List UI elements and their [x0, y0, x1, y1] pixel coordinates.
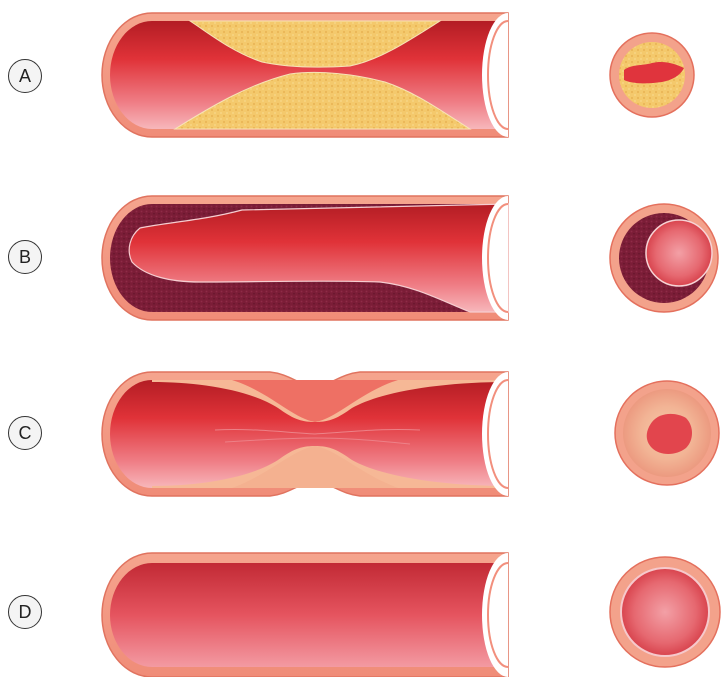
panel-label-a: A — [8, 59, 42, 93]
vessel-a — [102, 13, 508, 137]
cross-section-c — [615, 381, 719, 485]
cross-section-d — [610, 557, 720, 667]
panel-label-d: D — [8, 595, 42, 629]
vessel-b — [102, 196, 508, 320]
vessel-d — [102, 553, 508, 677]
vessel-c — [102, 372, 508, 496]
panel-label-c: C — [8, 416, 42, 450]
panel-label-b: B — [8, 240, 42, 274]
cross-section-a — [610, 33, 694, 117]
cross-section-b — [610, 204, 718, 312]
